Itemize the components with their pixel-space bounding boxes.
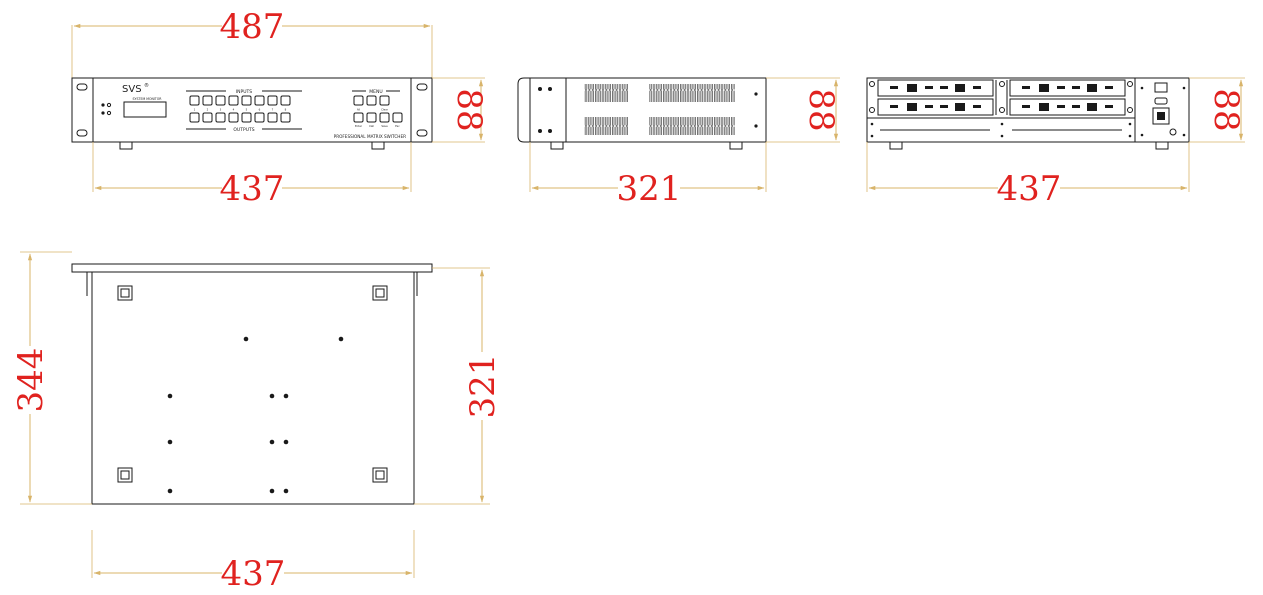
brand-logo: SVS	[122, 84, 142, 95]
dim-front-outer-width: 487	[220, 7, 285, 47]
svg-text:Call: Call	[369, 124, 374, 128]
dim-side-depth: 321	[617, 169, 682, 209]
dim-rear-width: 437	[997, 169, 1062, 209]
product-label: PROFESSIONAL MATRIX SWITCHER	[334, 134, 406, 139]
hdmi-ports	[890, 84, 1113, 111]
svg-text:5: 5	[246, 108, 248, 112]
svg-text:2: 2	[207, 108, 209, 112]
screw-holes	[167, 336, 344, 494]
dim-front-inner-width: 437	[220, 169, 285, 209]
svg-text:Save: Save	[381, 124, 388, 128]
svg-text:All: All	[357, 108, 360, 112]
output-button	[215, 112, 226, 123]
menu-key	[353, 112, 364, 123]
outputs-label: OUTPUTS	[233, 127, 254, 133]
svg-text:7: 7	[272, 108, 274, 112]
top-panel-outline	[91, 271, 415, 505]
io-card-slots	[877, 79, 1126, 116]
menu-key	[366, 112, 377, 123]
menu-key	[353, 95, 364, 106]
menu-key	[392, 112, 403, 123]
input-button	[280, 95, 291, 106]
menu-key	[379, 95, 390, 106]
input-button	[267, 95, 278, 106]
side-panel-outline	[565, 77, 767, 143]
power-socket	[1152, 107, 1170, 125]
svg-text:3: 3	[220, 108, 222, 112]
output-button	[189, 112, 200, 123]
front-view: 487 SVS ® SYSTEM MONITOR INPUTS OUTPUTS	[71, 7, 489, 209]
output-button	[254, 112, 265, 123]
dim-top-width: 437	[221, 554, 286, 594]
svg-text:6: 6	[259, 108, 261, 112]
output-button	[228, 112, 239, 123]
rack-ear-bar	[71, 263, 433, 273]
rear-panel-outline	[866, 77, 1190, 143]
svg-text:®: ®	[144, 82, 149, 89]
input-button	[228, 95, 239, 106]
dim-rear-height: 88	[1206, 88, 1246, 131]
serial-port	[1154, 97, 1168, 105]
output-button	[202, 112, 213, 123]
front-panel-outline	[71, 77, 433, 143]
svg-text:Esc: Esc	[395, 124, 400, 128]
output-button	[280, 112, 291, 123]
side-view: 88 321	[517, 77, 841, 209]
dim-side-height: 88	[801, 88, 841, 131]
power-switch-icon	[1169, 128, 1177, 136]
svg-text:8: 8	[285, 108, 287, 112]
menu-key	[379, 112, 390, 123]
svg-text:1: 1	[194, 108, 196, 112]
input-button	[189, 95, 200, 106]
input-button	[202, 95, 213, 106]
input-button	[215, 95, 226, 106]
ethernet-port	[1154, 82, 1168, 93]
dim-front-height: 88	[449, 88, 489, 131]
output-button	[267, 112, 278, 123]
ventilation-slots	[584, 84, 735, 135]
output-button	[241, 112, 252, 123]
display-label: SYSTEM MONITOR	[133, 97, 163, 101]
svg-text:4: 4	[233, 108, 235, 112]
top-view: 344 321 437	[11, 251, 503, 594]
lcd-display	[123, 101, 167, 118]
dim-top-inner-depth: 321	[463, 354, 503, 419]
menu-key	[366, 95, 377, 106]
input-button	[241, 95, 252, 106]
rear-view: 88 437	[866, 77, 1246, 209]
input-buttons	[189, 95, 291, 106]
dim-top-outer-depth: 344	[11, 348, 51, 413]
svg-text:Enter: Enter	[355, 124, 363, 128]
input-button	[254, 95, 265, 106]
channel-numbers: 1 2 3 4 5 6 7 8	[194, 108, 287, 112]
menu-label: MENU	[369, 89, 382, 95]
output-buttons	[189, 112, 291, 123]
svg-text:Clear: Clear	[381, 108, 389, 112]
inputs-label: INPUTS	[236, 89, 252, 95]
